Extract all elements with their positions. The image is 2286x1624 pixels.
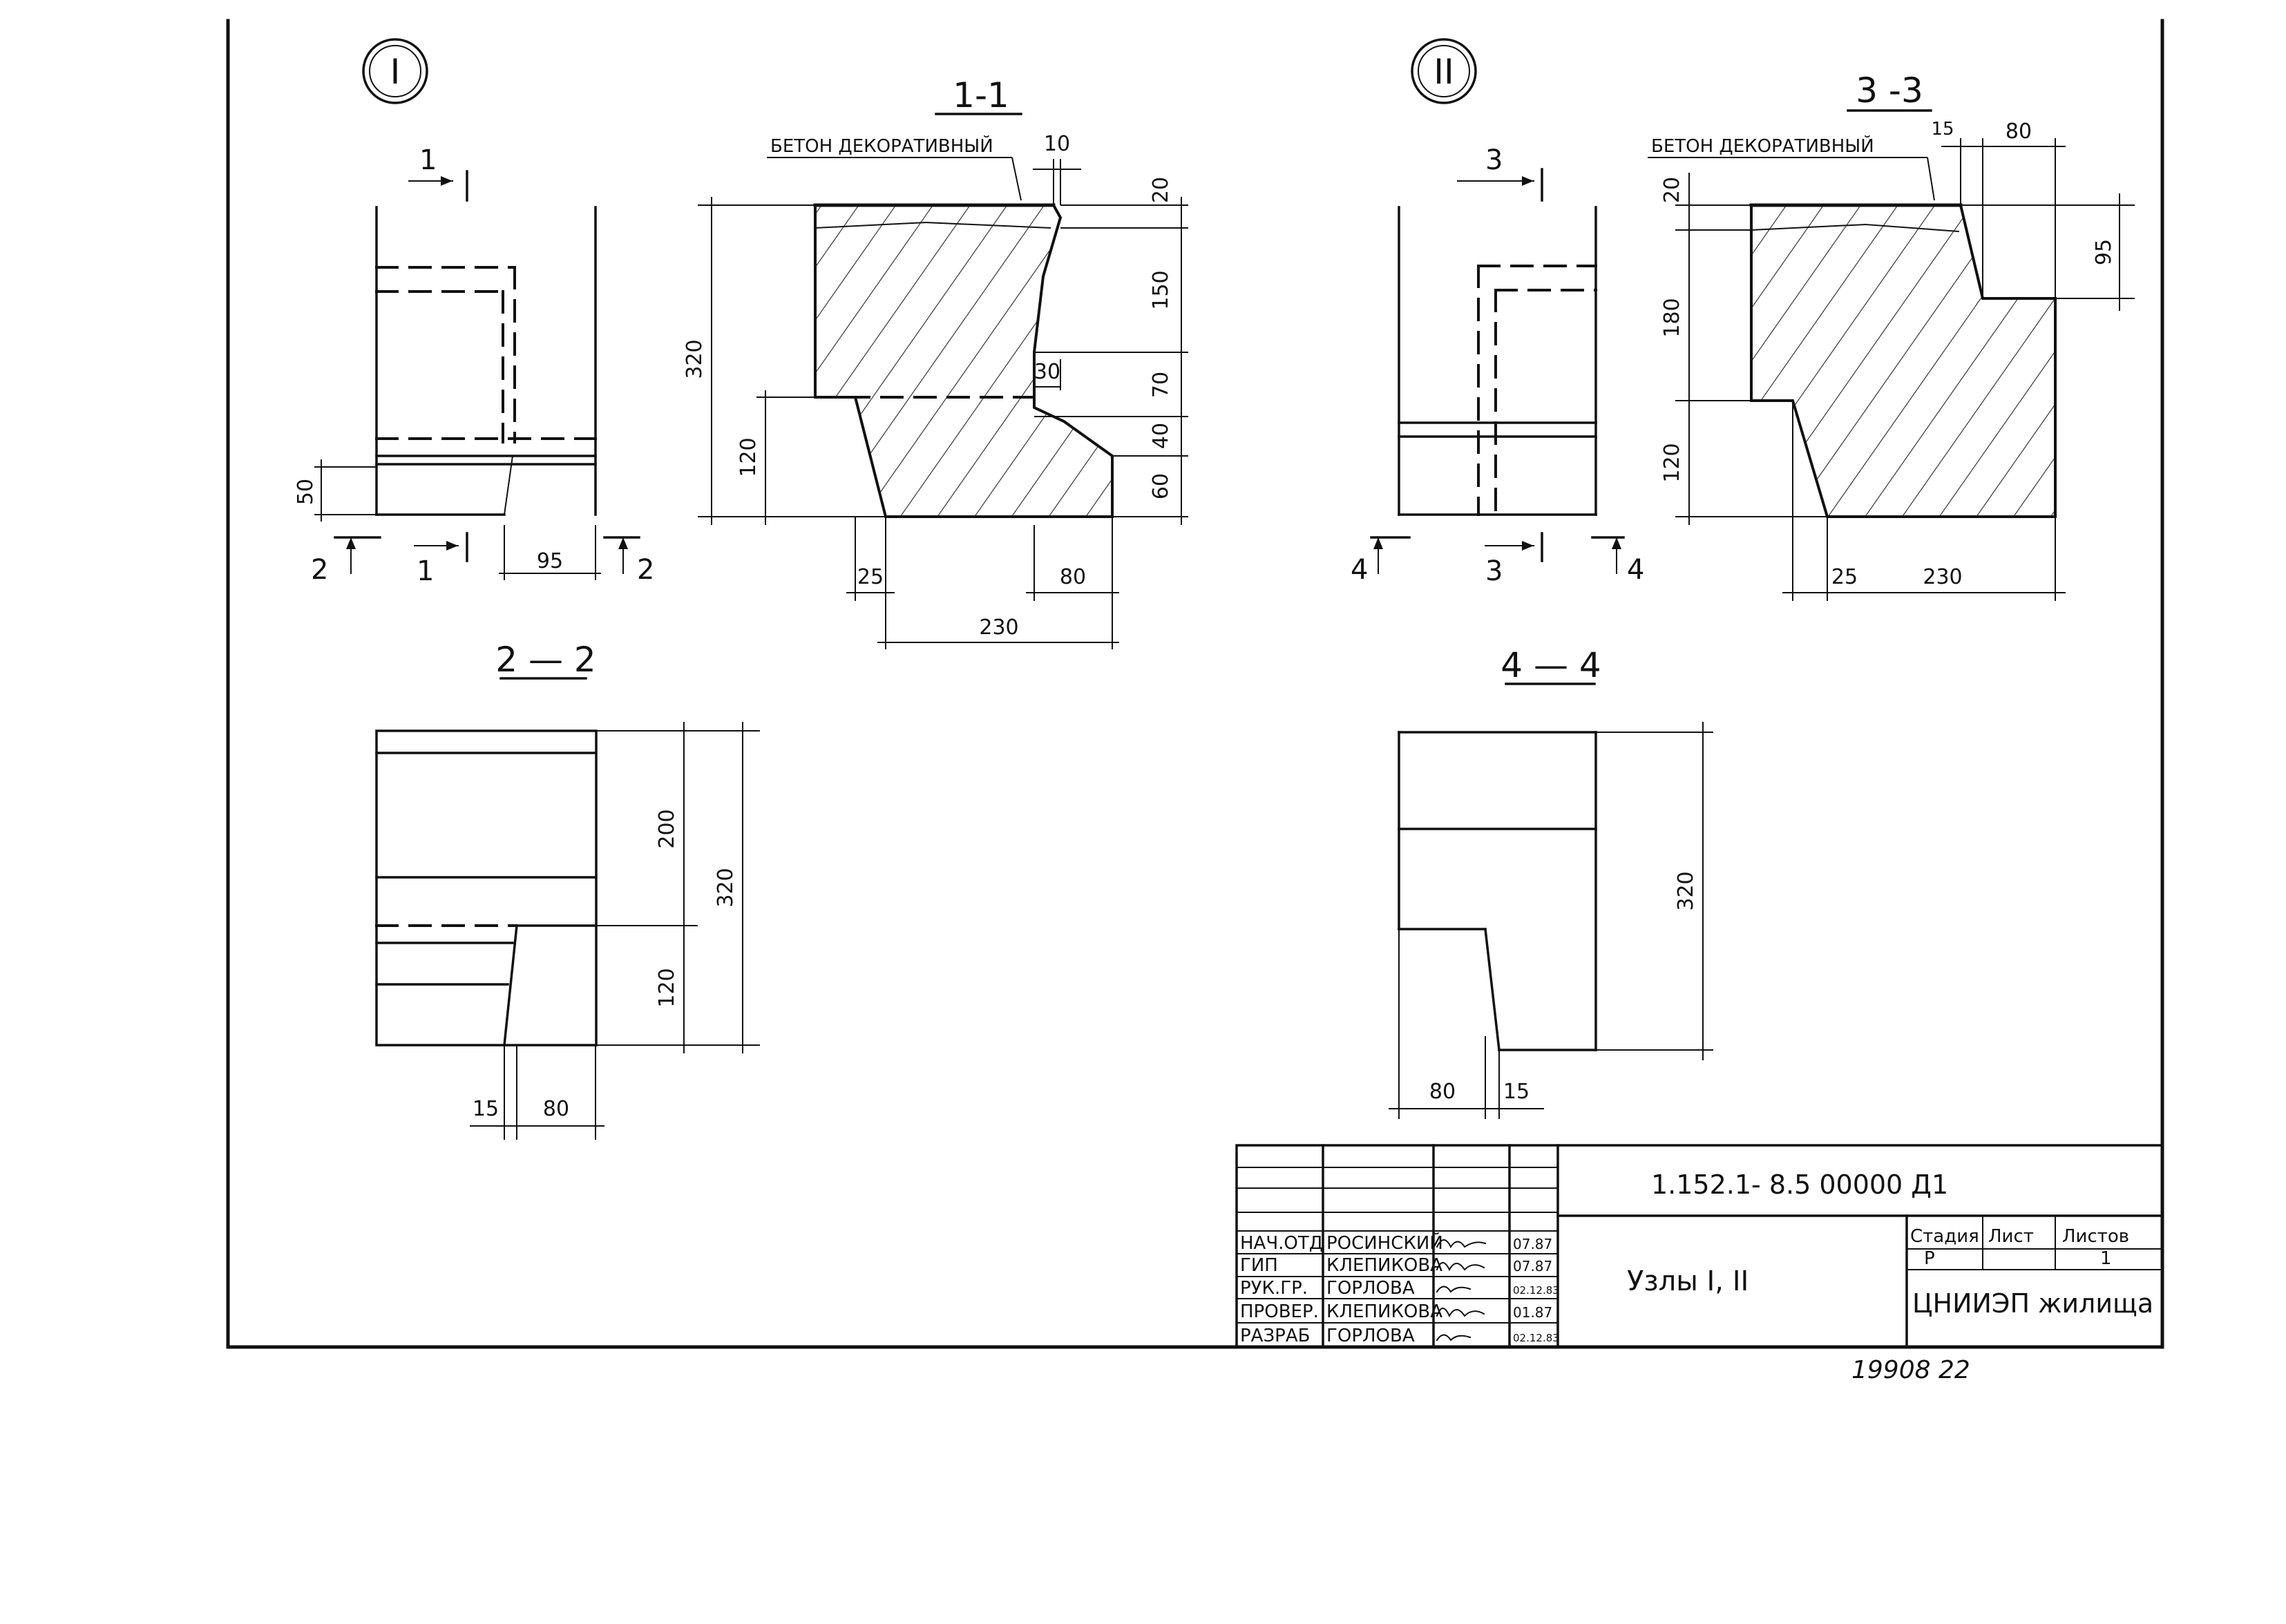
dim-s11-60: 60 (1149, 473, 1173, 499)
drawing-code: 1.152.1- 8.5 00000 Д1 (1651, 1169, 1948, 1200)
sheets-value: 1 (2100, 1248, 2112, 1269)
tb-row-3-role: РУК.ГР. (1240, 1278, 1308, 1299)
dim-s11-320: 320 (683, 339, 707, 379)
archive-stamp: 19908 22 (1851, 1356, 1970, 1384)
dim-s22-120: 120 (655, 968, 679, 1007)
signature-3 (1436, 1286, 1471, 1293)
section-1-1-title: 1-1 (953, 75, 1009, 115)
tb-row-3-name: ГОРЛОВА (1326, 1278, 1415, 1299)
view-node-1: 1 50 95 2 2 1 (294, 144, 654, 587)
section-1-1: 1-1 БЕТОН ДЕКОРАТИВНЫЙ 20 150 70 40 60 1… (683, 75, 1188, 649)
tb-row-5-name: ГОРЛОВА (1326, 1326, 1415, 1346)
dim-s11-70: 70 (1149, 372, 1173, 398)
dim-s44-320: 320 (1674, 871, 1698, 910)
organization: ЦНИИЭП жилища (1912, 1288, 2153, 1319)
cut-mark-4-left: 4 (1351, 554, 1368, 586)
tb-row-2-role: ГИП (1240, 1255, 1278, 1276)
dim-s22-320: 320 (714, 868, 738, 907)
tb-row-2-name: КЛЕПИКОВА (1326, 1255, 1442, 1276)
tb-row-3-date: 02.12.83 (1513, 1284, 1559, 1297)
dim-s33-230: 230 (1923, 565, 1962, 589)
cut-mark-3-top: 3 (1485, 144, 1503, 176)
tb-row-5-date: 02.12.83 (1513, 1332, 1559, 1344)
section-3-3-profile (1750, 204, 2057, 518)
node-marker-2: II (1411, 38, 1477, 104)
cut-mark-1-top: 1 (419, 144, 437, 176)
section-2-2-title: 2 — 2 (495, 640, 596, 680)
cut-mark-2-left: 2 (311, 554, 328, 586)
tb-row-4-date: 01.87 (1513, 1304, 1552, 1321)
title-block: 1.152.1- 8.5 00000 Д1 Узлы I, II Стадия … (1235, 1144, 2164, 1348)
node-marker-1-label: I (390, 52, 401, 92)
note-decorative-concrete-2: БЕТОН ДЕКОРАТИВНЫЙ (1651, 135, 1874, 157)
dim-s33-180: 180 (1660, 298, 1684, 337)
tb-row-4-name: КЛЕПИКОВА (1326, 1301, 1442, 1322)
dim-s11-230: 230 (979, 615, 1018, 640)
section-3-3: 3 -3 БЕТОН ДЕКОРАТИВНЫЙ 15 80 95 20 180 … (1648, 70, 2135, 601)
dim-s11-40: 40 (1149, 423, 1173, 449)
tb-row-5-role: РАЗРАБ (1240, 1326, 1310, 1346)
dim-s11-80: 80 (1060, 565, 1086, 589)
dim-view1-50: 50 (294, 479, 318, 505)
dim-s44-15: 15 (1503, 1080, 1530, 1104)
dim-s22-15: 15 (473, 1097, 499, 1121)
dim-s33-95: 95 (2092, 239, 2116, 265)
node-marker-2-label: II (1433, 52, 1454, 92)
signature-4 (1436, 1308, 1485, 1318)
dim-s11-10: 10 (1044, 132, 1070, 156)
cut-mark-3-bottom: 3 (1485, 555, 1503, 587)
node-marker-1: I (362, 38, 428, 104)
dim-s11-120: 120 (736, 437, 761, 477)
col-stage: Стадия (1910, 1226, 1979, 1247)
dim-s11-25: 25 (857, 565, 884, 589)
stage-value: Р (1924, 1248, 1935, 1269)
tb-row-1-role: НАЧ.ОТД (1240, 1233, 1323, 1254)
cut-mark-1-bottom: 1 (417, 555, 434, 587)
signature-5 (1436, 1334, 1471, 1341)
dim-s11-20: 20 (1149, 177, 1173, 203)
cut-mark-2-right: 2 (637, 554, 654, 586)
section-1-1-profile (814, 204, 1114, 518)
dim-s33-25: 25 (1831, 565, 1858, 589)
section-3-3-title: 3 -3 (1856, 70, 1923, 111)
tb-row-1-name: РОСИНСКИЙ (1326, 1232, 1443, 1254)
note-decorative-concrete-1: БЕТОН ДЕКОРАТИВНЫЙ (770, 135, 993, 157)
tb-row-2-date: 07.87 (1513, 1258, 1552, 1274)
dim-s33-20: 20 (1660, 177, 1684, 203)
dim-s44-80: 80 (1429, 1080, 1456, 1104)
signature-1 (1436, 1239, 1487, 1248)
dim-s11-150: 150 (1149, 270, 1173, 309)
col-sheet: Лист (1988, 1226, 2034, 1247)
section-2-2: 2 — 2 200 120 320 15 80 (375, 640, 760, 1140)
dim-s11-30: 30 (1034, 360, 1060, 384)
dim-s22-200: 200 (655, 809, 679, 848)
drawing-title: Узлы I, II (1627, 1265, 1749, 1297)
dim-s33-120: 120 (1660, 443, 1684, 482)
signature-2 (1436, 1262, 1485, 1272)
section-4-4: 4 — 4 320 80 15 (1389, 645, 1713, 1119)
dim-view1-95: 95 (537, 549, 563, 573)
tb-row-4-role: ПРОВЕР. (1240, 1301, 1319, 1322)
dim-s33-15: 15 (1931, 119, 1954, 140)
section-4-4-title: 4 — 4 (1501, 645, 1601, 685)
col-sheets: Листов (2062, 1226, 2129, 1247)
view-node-2: 3 4 4 3 (1351, 144, 1644, 587)
tb-row-1-date: 07.87 (1513, 1236, 1552, 1252)
dim-s22-80: 80 (543, 1097, 569, 1121)
cut-mark-4-right: 4 (1627, 554, 1644, 586)
dim-s33-80: 80 (2006, 120, 2032, 144)
